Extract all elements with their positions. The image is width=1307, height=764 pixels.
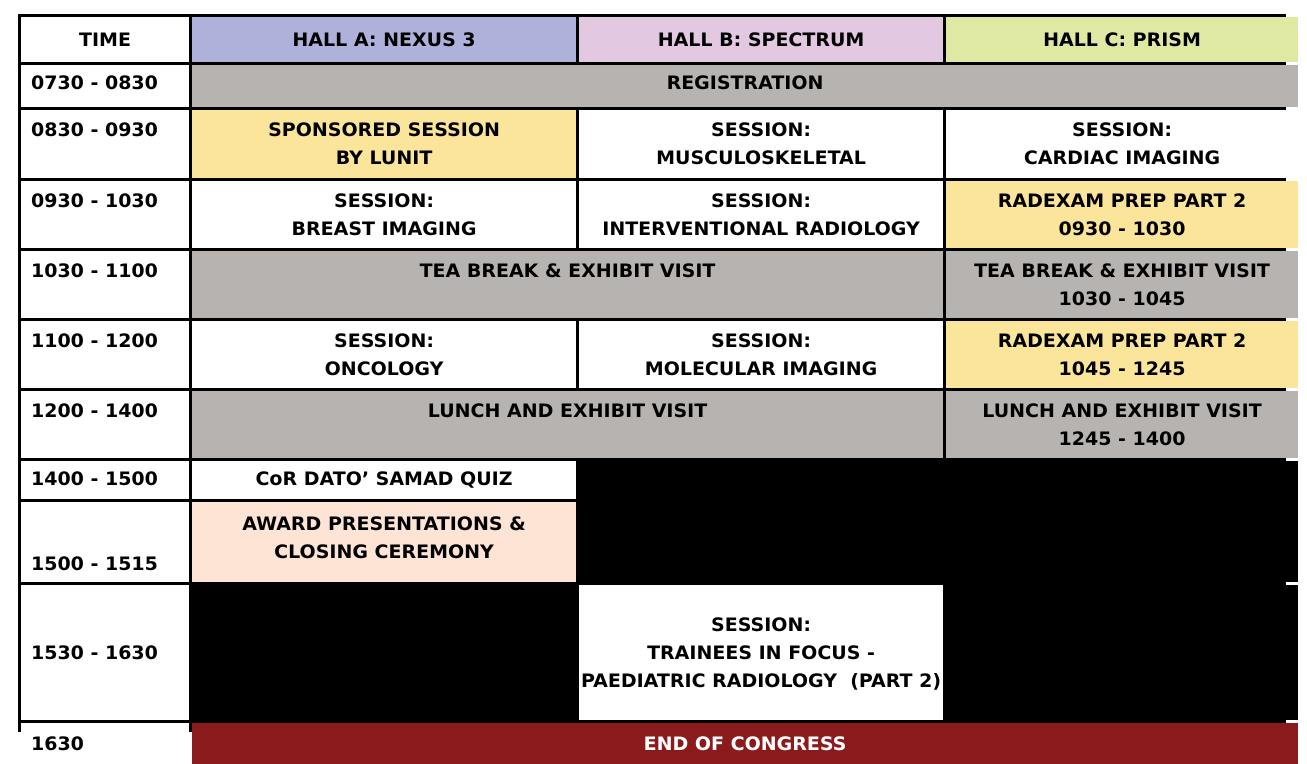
session-line: 1030 - 1045 — [1058, 288, 1186, 310]
session-line: 1045 - 1245 — [1058, 358, 1186, 380]
session-cell-hall-a: SESSION: BREAST IMAGING — [192, 181, 576, 248]
header-time: TIME — [21, 17, 189, 62]
lunch-cell: LUNCH AND EXHIBIT VISIT — [192, 391, 943, 458]
lunch-cell-hall-c: LUNCH AND EXHIBIT VISIT 1245 - 1400 — [946, 391, 1298, 458]
session-line: AWARD PRESENTATIONS & — [242, 513, 526, 535]
session-line: INTERVENTIONAL RADIOLOGY — [602, 218, 920, 240]
session-line: RADEXAM PREP PART 2 — [997, 330, 1247, 352]
time-slot: 1400 - 1500 — [21, 461, 189, 499]
session-line: RADEXAM PREP PART 2 — [997, 190, 1247, 212]
empty-block — [192, 585, 576, 720]
schedule-table: TIME HALL A: NEXUS 3 HALL B: SPECTRUM HA… — [18, 14, 1298, 764]
session-cell-hall-c: RADEXAM PREP PART 2 0930 - 1030 — [946, 181, 1298, 248]
trainees-session-cell: SESSION: TRAINEES IN FOCUS - PAEDIATRIC … — [579, 585, 943, 720]
end-of-congress-cell: END OF CONGRESS — [192, 723, 1298, 764]
session-line: 1245 - 1400 — [1058, 428, 1186, 450]
empty-block — [579, 461, 1298, 582]
time-slot: 1630 — [21, 723, 189, 764]
session-line: SESSION: — [1072, 119, 1172, 141]
header-hall-a: HALL A: NEXUS 3 — [192, 17, 576, 62]
session-line: BY LUNIT — [335, 147, 433, 169]
session-line: CARDIAC IMAGING — [1023, 147, 1221, 169]
session-line: SESSION: — [334, 330, 434, 352]
session-line: TEA BREAK & EXHIBIT VISIT — [974, 260, 1270, 282]
session-cell-hall-c: SESSION: CARDIAC IMAGING — [946, 110, 1298, 178]
time-slot: 1530 - 1630 — [21, 585, 189, 720]
session-line: ONCOLOGY — [324, 358, 444, 380]
time-slot: 0730 - 0830 — [21, 65, 189, 107]
session-cell-hall-b: SESSION: MOLECULAR IMAGING — [579, 321, 943, 388]
session-cell-hall-b: SESSION: MUSCULOSKELETAL — [579, 110, 943, 178]
session-line: PAEDIATRIC RADIOLOGY (PART 2) — [580, 669, 942, 692]
session-line: SESSION: — [711, 613, 811, 636]
session-line: SESSION: — [711, 119, 811, 141]
session-line: MUSCULOSKELETAL — [656, 147, 866, 169]
session-line: SESSION: — [711, 190, 811, 212]
break-cell-hall-c: TEA BREAK & EXHIBIT VISIT 1030 - 1045 — [946, 251, 1298, 318]
time-slot: 0930 - 1030 — [21, 181, 189, 248]
session-line: 0930 - 1030 — [1058, 218, 1186, 240]
session-line: LUNCH AND EXHIBIT VISIT — [982, 400, 1262, 422]
award-cell: AWARD PRESENTATIONS & CLOSING CEREMONY — [192, 502, 576, 582]
time-slot: 1500 - 1515 — [21, 502, 189, 582]
session-cell-hall-a: SPONSORED SESSION BY LUNIT — [192, 110, 576, 178]
session-line: TRAINEES IN FOCUS - — [647, 641, 875, 664]
time-slot: 1030 - 1100 — [21, 251, 189, 318]
quiz-cell: CoR DATO’ SAMAD QUIZ — [192, 461, 576, 499]
header-hall-b: HALL B: SPECTRUM — [579, 17, 943, 62]
session-line: MOLECULAR IMAGING — [644, 358, 878, 380]
header-hall-c: HALL C: PRISM — [946, 17, 1298, 62]
session-line: SESSION: — [711, 330, 811, 352]
session-cell-hall-a: SESSION: ONCOLOGY — [192, 321, 576, 388]
session-line: SESSION: — [334, 190, 434, 212]
break-cell: TEA BREAK & EXHIBIT VISIT — [192, 251, 943, 318]
session-cell-hall-c: RADEXAM PREP PART 2 1045 - 1245 — [946, 321, 1298, 388]
session-line: SPONSORED SESSION — [268, 119, 500, 141]
time-slot: 0830 - 0930 — [21, 110, 189, 178]
empty-block — [946, 585, 1298, 720]
session-line: CLOSING CEREMONY — [274, 541, 494, 563]
time-slot: 1200 - 1400 — [21, 391, 189, 458]
registration-cell: REGISTRATION — [192, 65, 1298, 107]
session-cell-hall-b: SESSION: INTERVENTIONAL RADIOLOGY — [579, 181, 943, 248]
session-line: BREAST IMAGING — [291, 218, 477, 240]
time-slot: 1100 - 1200 — [21, 321, 189, 388]
